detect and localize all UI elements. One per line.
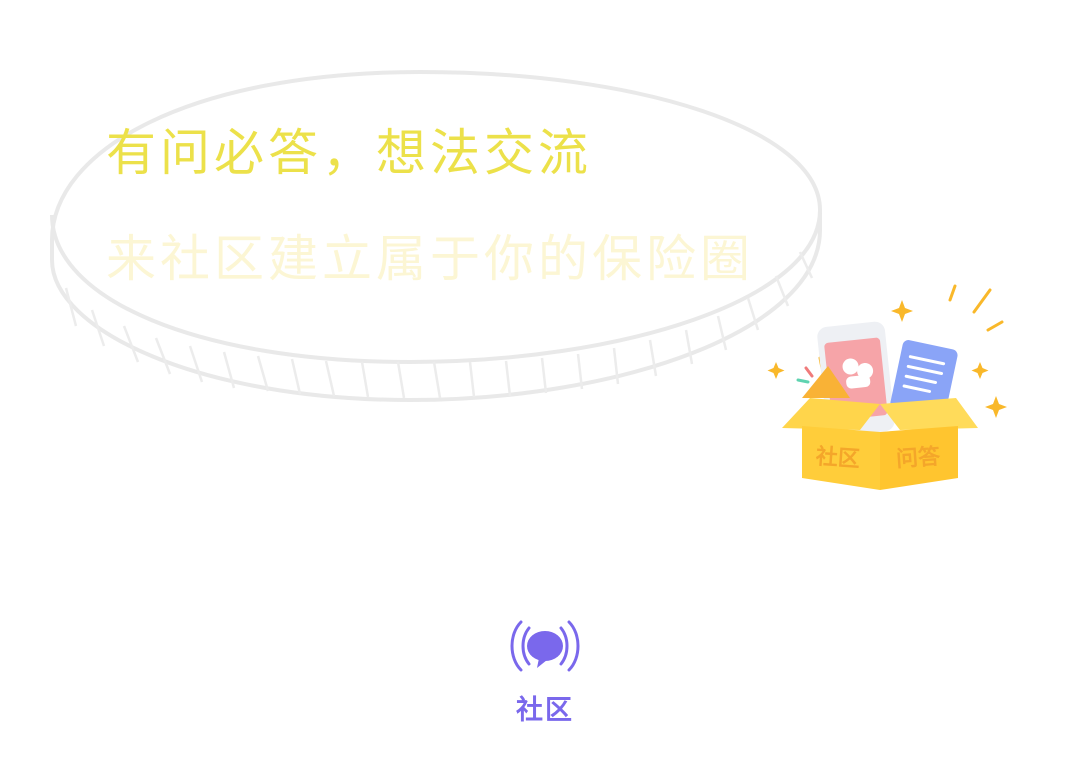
gift-box [782,398,978,490]
promo-headline: 有问必答，想法交流 [106,124,592,182]
document-icon [890,340,958,418]
broadcast-chat-icon [505,614,585,684]
burst-lines [948,284,1004,332]
coin-ridges [64,251,814,399]
sparkle-icon [767,300,1007,418]
wedge-icon [802,366,850,398]
box-label-qa: 问答 [895,444,942,473]
box-label-community: 社区 [815,444,861,473]
coin-outline [50,69,822,403]
promo-subline: 来社区建立属于你的保险圈 [106,230,754,288]
tab-community-label: 社区 [516,695,574,726]
tab-community[interactable]: 社区 [490,614,600,734]
